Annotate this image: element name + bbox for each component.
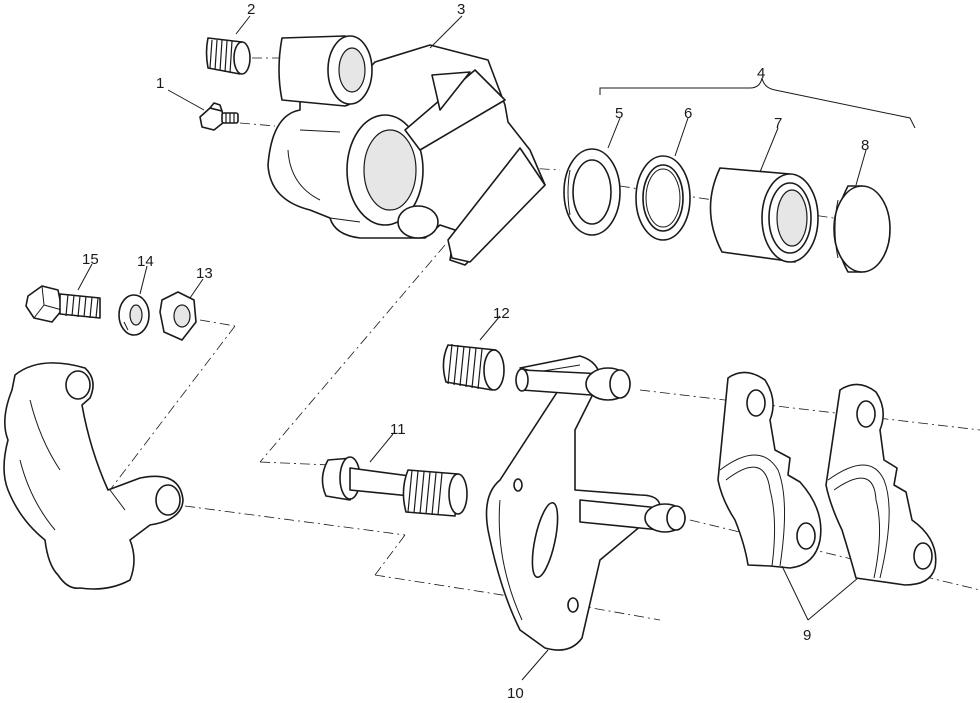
- mounting-knuckle: [3, 362, 184, 590]
- callout-14: 14: [137, 253, 154, 270]
- bleeder-valve: [199, 102, 239, 131]
- nut: [159, 291, 197, 341]
- brake-pad-outer: [825, 383, 937, 586]
- callout-10: 10: [507, 685, 524, 702]
- caliper-bracket: [485, 355, 686, 651]
- slide-pin: [321, 456, 468, 517]
- group-bracket: [599, 77, 916, 129]
- callout-9: 9: [803, 627, 811, 644]
- brake-pad-inner: [717, 371, 822, 569]
- callout-4: 4: [757, 65, 765, 82]
- callout-8: 8: [861, 137, 869, 154]
- dust-seal: [635, 155, 691, 241]
- callout-5: 5: [615, 105, 623, 122]
- callout-12: 12: [493, 305, 510, 322]
- plug: [205, 37, 251, 75]
- leader-lines: [77, 15, 867, 681]
- caliper-body: [267, 35, 546, 266]
- callout-13: 13: [196, 265, 213, 282]
- piston-cap: [833, 185, 891, 273]
- callout-1: 1: [156, 75, 164, 92]
- threaded-pin-upper: [442, 343, 505, 391]
- callout-labels: 1 2 3 4 5 6 7 8 9 10 11 12 13 14 15: [82, 1, 869, 702]
- callout-11: 11: [390, 421, 406, 438]
- callout-15: 15: [82, 251, 99, 268]
- seal-ring: [563, 148, 621, 236]
- lock-washer: [118, 294, 150, 336]
- callout-7: 7: [774, 115, 782, 132]
- callout-6: 6: [684, 105, 692, 122]
- callout-2: 2: [247, 1, 255, 18]
- piston: [709, 167, 819, 263]
- bolt: [25, 285, 101, 323]
- callout-3: 3: [457, 1, 465, 18]
